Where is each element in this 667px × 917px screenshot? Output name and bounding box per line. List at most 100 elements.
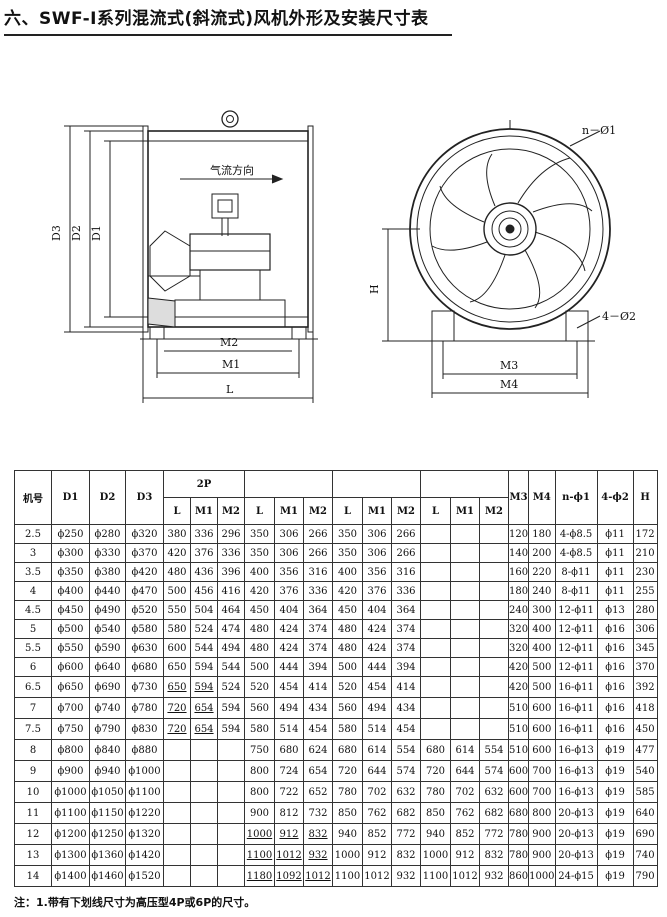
cell-g4-m2: 772 (479, 823, 509, 845)
cell-g3-m2: 414 (391, 676, 421, 698)
cell-g2-l: 480 (244, 619, 275, 639)
cell-g4-m1 (450, 676, 480, 698)
cell-g1-m1 (190, 865, 218, 887)
cell-g3-l: 780 (332, 781, 363, 803)
cell-g2-m1: 1012 (274, 844, 304, 866)
cell-n-phi1: 4-ϕ8.5 (554, 524, 598, 544)
cell-g2-l: 350 (244, 524, 275, 544)
cell-g4-m1: 702 (450, 781, 480, 803)
cell-g2-l: 800 (244, 781, 275, 803)
cell-g1-m1 (190, 760, 218, 782)
cell-g1-l (163, 760, 191, 782)
cell-n-phi1: 16-ϕ13 (554, 760, 598, 782)
cell-d1: ϕ1400 (51, 865, 90, 887)
cell-m4: 200 (528, 543, 556, 563)
cell-d3: ϕ730 (125, 676, 164, 698)
cell-g4-l (420, 676, 451, 698)
cell-m4: 800 (528, 802, 556, 824)
cell-n-phi1: 16-ϕ11 (554, 676, 598, 698)
header-d2: D2 (89, 470, 126, 525)
airflow-label: 气流方向 (210, 163, 254, 177)
cell-d3: ϕ1520 (125, 865, 164, 887)
cell-g2-l: 350 (244, 543, 275, 563)
cell-m3: 860 (507, 865, 530, 887)
cell-g3-m1: 356 (362, 562, 392, 582)
cell-m3: 240 (507, 600, 530, 620)
table-header-row: 机号 D1 D2 D3 2P M3 M4 n-ϕ1 4-ϕ2 H (14, 470, 658, 525)
cell-g2-m1: 680 (274, 739, 304, 761)
cell-g2-l: 1100 (244, 844, 275, 866)
cell-n-phi1: 20-ϕ13 (554, 844, 598, 866)
cell-g3-m1: 614 (362, 739, 392, 761)
header-group4 (420, 470, 509, 498)
dim-label-m2: M2 (220, 336, 238, 349)
cell-g2-m1: 514 (274, 718, 304, 740)
cell-g3-l: 350 (332, 543, 363, 563)
cell-g2-m2: 652 (303, 781, 333, 803)
cell-m4: 600 (528, 739, 556, 761)
cell-g3-m2: 454 (391, 718, 421, 740)
cell-n-phi1: 12-ϕ11 (554, 600, 598, 620)
header-n-phi1: n-ϕ1 (554, 470, 598, 525)
cell-g1-m2 (217, 844, 245, 866)
cell-g1-m1: 654 (190, 718, 218, 740)
cell-g3-m2: 772 (391, 823, 421, 845)
cell-g3-m1: 1012 (362, 865, 392, 887)
cell-g2-m1: 1092 (274, 865, 304, 887)
cell-m3: 680 (507, 802, 530, 824)
cell-g3-m1: 912 (362, 844, 392, 866)
cell-h: 790 (632, 865, 658, 887)
cell-m4: 600 (528, 697, 556, 719)
cell-g3-l: 680 (332, 739, 363, 761)
cell-g3-l: 850 (332, 802, 363, 824)
cell-g3-m1: 514 (362, 718, 392, 740)
cell-g1-m2 (217, 760, 245, 782)
cell-g1-m2 (217, 802, 245, 824)
cell-m3: 420 (507, 676, 530, 698)
cell-g1-m2: 494 (217, 638, 245, 658)
cell-4-phi2: ϕ19 (596, 781, 634, 803)
dim-label-m3: M3 (500, 359, 518, 372)
subheader-m2: M2 (303, 497, 333, 525)
cell-g3-l: 500 (332, 657, 363, 677)
cell-g2-m1: 424 (274, 619, 304, 639)
cell-g2-m1: 722 (274, 781, 304, 803)
cell-model: 5 (14, 619, 52, 639)
cell-g2-m1: 306 (274, 524, 304, 544)
cell-g1-l (163, 802, 191, 824)
cell-g3-m2: 374 (391, 638, 421, 658)
cell-g3-l: 350 (332, 524, 363, 544)
cell-n-phi1: 8-ϕ11 (554, 562, 598, 582)
header-4-phi2: 4-ϕ2 (596, 470, 634, 525)
cell-g1-m1: 376 (190, 543, 218, 563)
cell-g3-m2: 374 (391, 619, 421, 639)
cell-g4-m2: 632 (479, 781, 509, 803)
subheader-m1: M1 (362, 497, 392, 525)
cell-model: 8 (14, 739, 52, 761)
cell-g2-l: 900 (244, 802, 275, 824)
cell-g1-m1 (190, 739, 218, 761)
cell-4-phi2: ϕ16 (596, 676, 634, 698)
cell-g1-m1: 654 (190, 697, 218, 719)
subheader-m1: M1 (450, 497, 480, 525)
cell-g3-m1: 306 (362, 543, 392, 563)
cell-g4-m1: 912 (450, 844, 480, 866)
cell-g3-m2: 632 (391, 781, 421, 803)
cell-d2: ϕ790 (89, 718, 126, 740)
cell-m4: 400 (528, 619, 556, 639)
cell-4-phi2: ϕ11 (596, 581, 634, 601)
cell-m4: 1000 (528, 865, 556, 887)
cell-model: 3 (14, 543, 52, 563)
cell-d3: ϕ830 (125, 718, 164, 740)
cell-m3: 420 (507, 657, 530, 677)
cell-4-phi2: ϕ16 (596, 718, 634, 740)
cell-g3-l: 940 (332, 823, 363, 845)
cell-model: 9 (14, 760, 52, 782)
